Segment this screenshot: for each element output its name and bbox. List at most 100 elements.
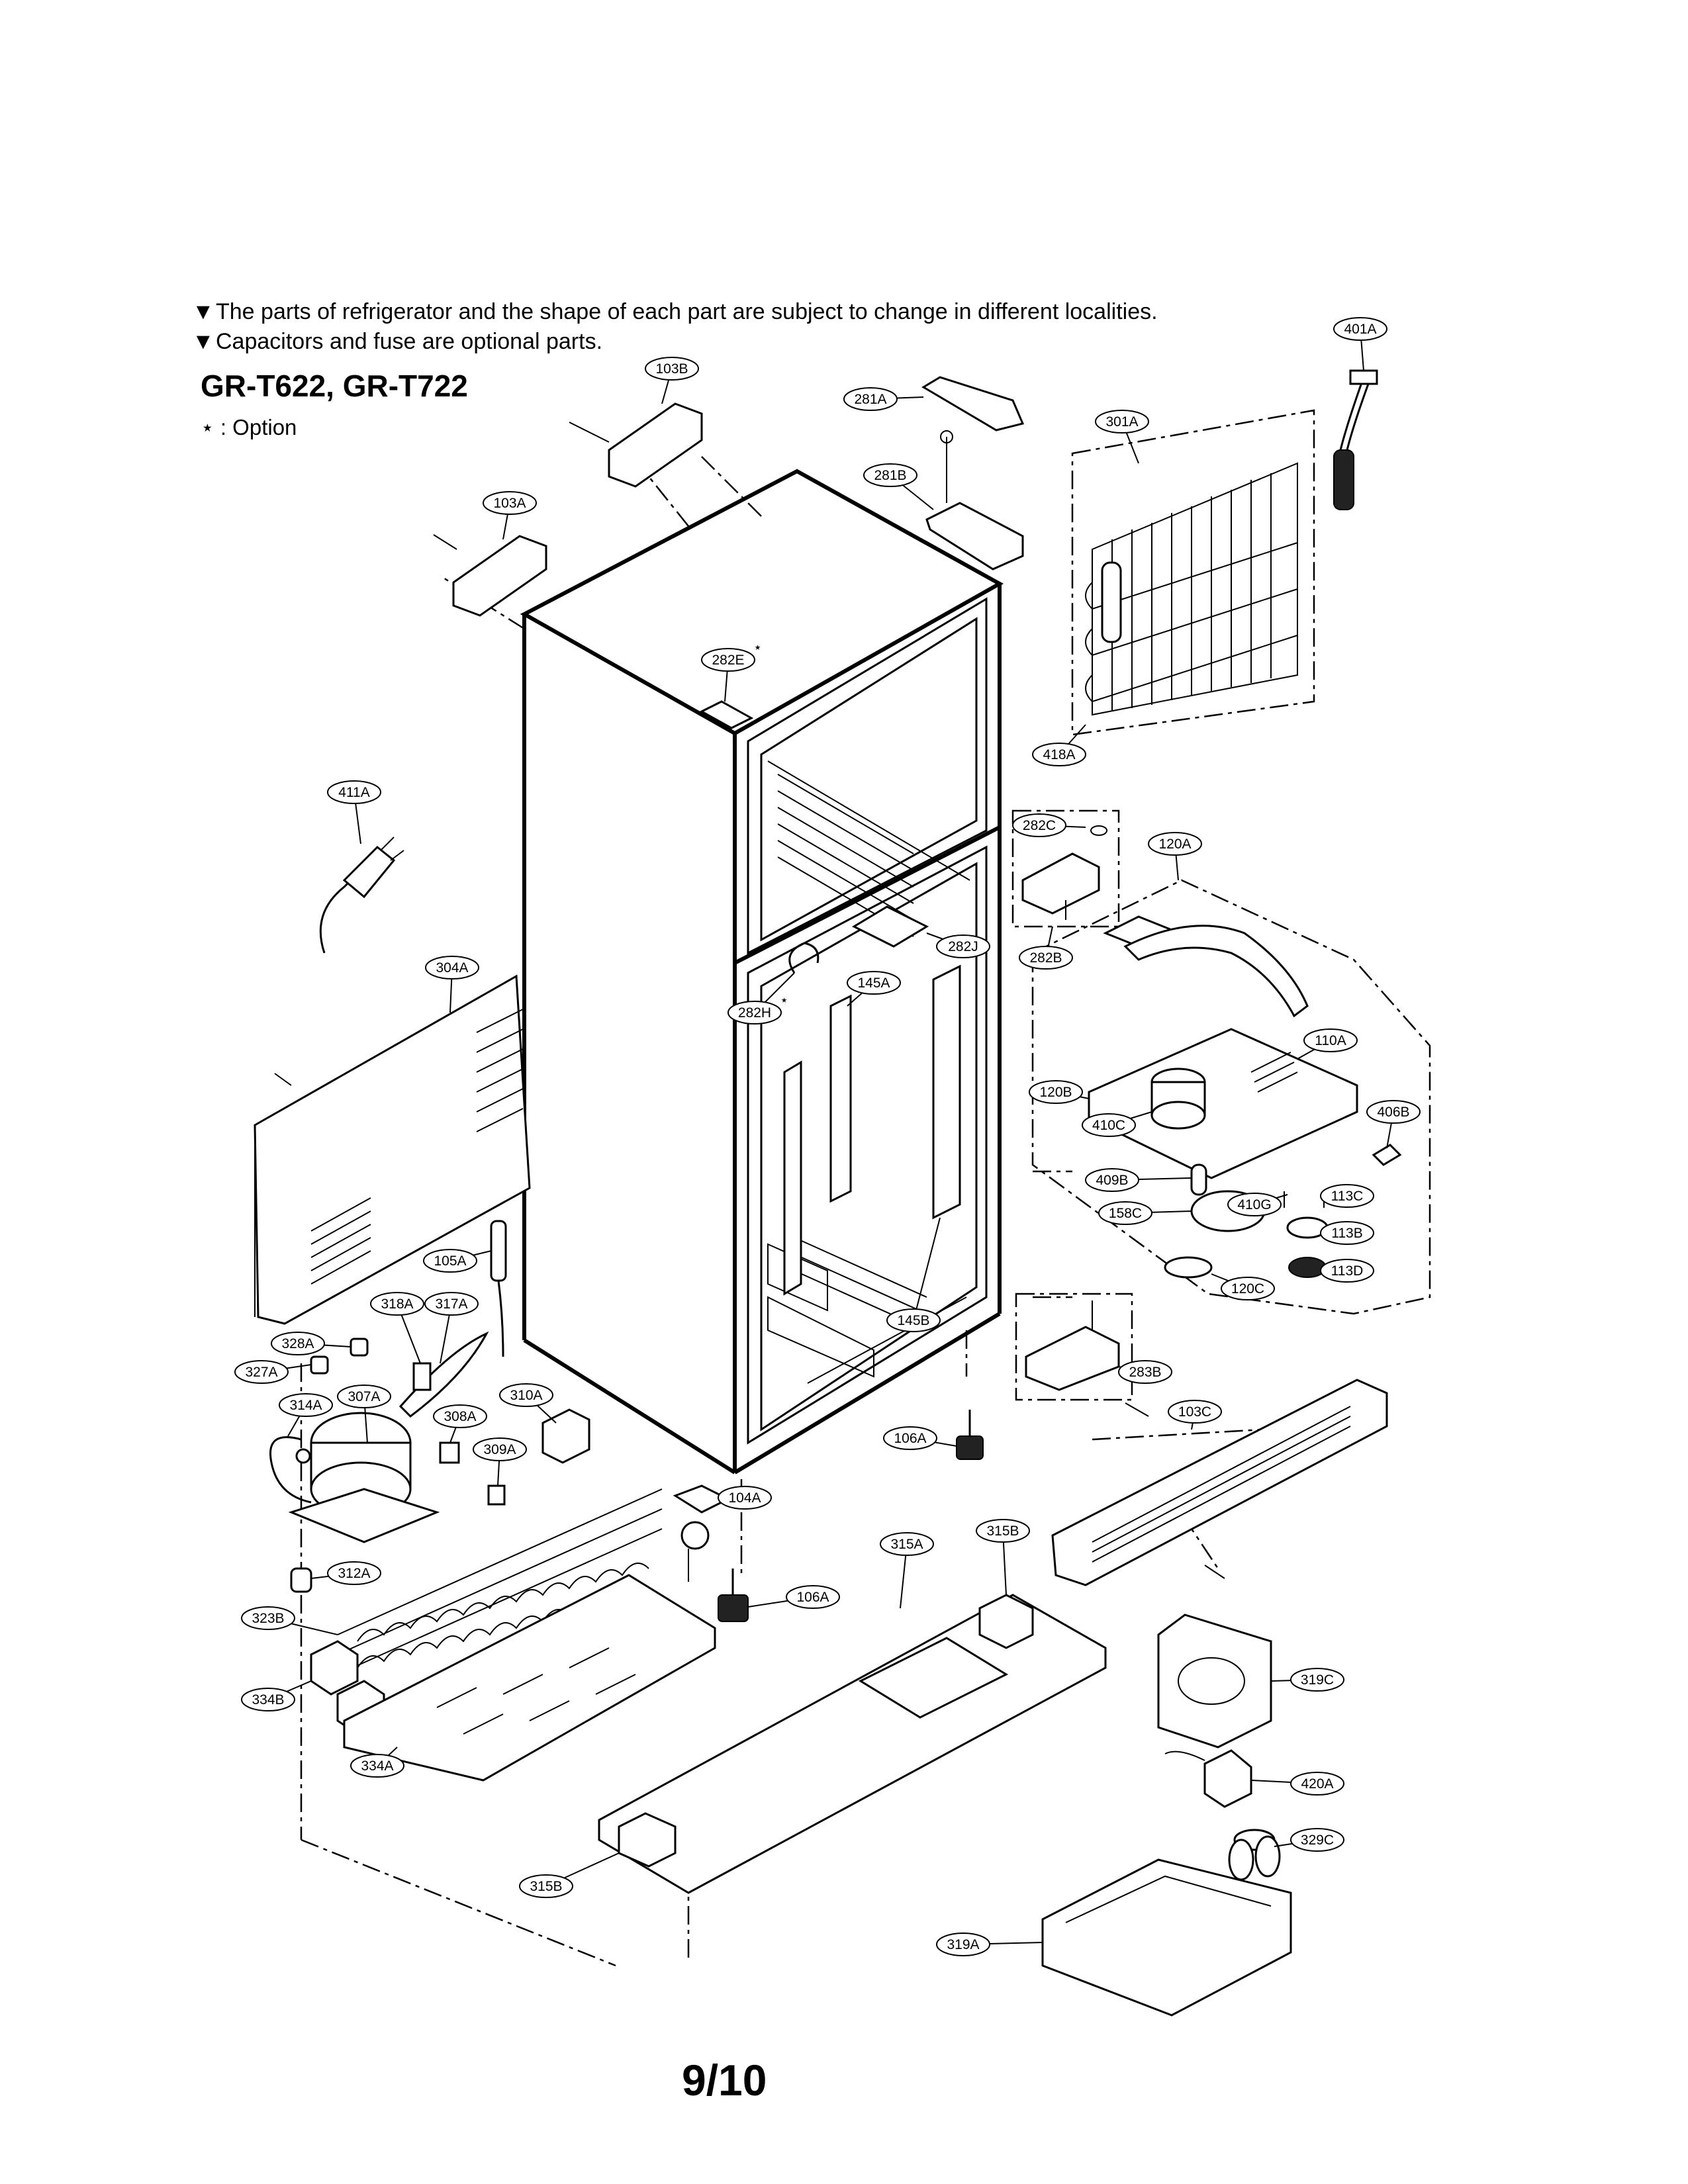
callout-283b: 283B	[1118, 1360, 1172, 1384]
callout-label: 103C	[1178, 1404, 1211, 1420]
callout-oval	[1098, 1201, 1152, 1225]
callout-oval	[976, 1519, 1030, 1543]
callout-110a: 110A	[1303, 1028, 1358, 1052]
duct-145B	[783, 1060, 802, 1296]
star-icon: ⋆	[201, 415, 214, 439]
callout-oval	[1227, 1193, 1282, 1216]
tube-314A	[269, 1436, 312, 1504]
fan-motor-319C	[1157, 1614, 1272, 1749]
fan-blade-329C	[1228, 1829, 1281, 1881]
callout-label: 304A	[436, 960, 468, 976]
callout-oval	[936, 1933, 990, 1956]
callout-label: 307A	[348, 1389, 380, 1404]
relay-310A	[541, 1408, 590, 1464]
callout-315b: 315B	[976, 1519, 1030, 1543]
leader-line-145b	[913, 1217, 941, 1321]
callout-103a: 103A	[483, 491, 537, 515]
callout-oval	[1029, 1080, 1083, 1104]
callout-oval	[645, 357, 699, 381]
callout-oval	[936, 934, 990, 958]
callout-label: 110A	[1315, 1033, 1346, 1048]
callout-label: 410G	[1237, 1197, 1271, 1212]
callout-323b: 323B	[241, 1606, 295, 1630]
callout-318a: 318A	[370, 1292, 424, 1316]
callout-label: 145B	[897, 1313, 929, 1328]
callout-410c: 410C	[1082, 1113, 1136, 1137]
callout-282b: 282B	[1019, 946, 1073, 970]
callout-304a: 304A	[425, 956, 479, 979]
callout-oval	[886, 1308, 941, 1332]
callout-label: 103B	[655, 361, 688, 377]
callout-319c: 319C	[1290, 1668, 1344, 1692]
callout-label: 282E	[712, 653, 744, 668]
callout-label: 406B	[1377, 1105, 1409, 1120]
callout-oval	[843, 387, 898, 411]
defrost-control-420A	[1164, 1749, 1252, 1808]
cushion-312A	[290, 1567, 312, 1593]
callout-label: 420A	[1301, 1776, 1333, 1792]
callout-label: 409B	[1096, 1173, 1128, 1188]
callout-label: 410C	[1092, 1118, 1125, 1133]
callout-328a: 328A	[271, 1332, 325, 1355]
callout-label: 315A	[890, 1537, 923, 1552]
callout-120c: 120C	[1221, 1277, 1275, 1300]
callout-281b: 281B	[863, 463, 917, 487]
compressor-307A	[288, 1412, 440, 1543]
callout-410g: 410G	[1227, 1193, 1282, 1216]
callout-label: 104A	[728, 1490, 761, 1506]
callout-label: 327A	[245, 1365, 277, 1380]
callout-label: 281B	[874, 468, 906, 483]
callout-310a: 310A	[499, 1383, 553, 1407]
callout-label: 310A	[510, 1388, 542, 1403]
callout-oval	[499, 1383, 553, 1407]
callout-label: 120C	[1231, 1281, 1264, 1297]
callout-label: 328A	[281, 1336, 314, 1351]
callout-label: 334A	[361, 1758, 393, 1774]
upper-hinge-281B	[925, 430, 1024, 570]
callout-label: 281A	[854, 392, 886, 407]
callout-105a: 105A	[423, 1249, 477, 1273]
callout-145a: 145A	[847, 971, 901, 995]
callout-label: 103A	[493, 496, 526, 511]
callout-oval	[880, 1532, 934, 1556]
power-cord-411A	[319, 837, 404, 954]
note-line-2: ▼Capacitors and fuse are optional parts.	[192, 329, 602, 355]
option-part-282H	[788, 942, 820, 974]
option-legend-text: : Option	[220, 415, 297, 439]
callout-label: 301A	[1105, 414, 1138, 430]
note-text-1: The parts of refrigerator and the shape …	[216, 299, 1158, 324]
callout-label: 317A	[435, 1297, 467, 1312]
leveling-foot-106A-front	[956, 1410, 984, 1460]
callout-oval	[1168, 1400, 1222, 1424]
callout-oval	[423, 1249, 477, 1273]
callout-label: 145A	[857, 976, 890, 991]
callout-label: 411A	[338, 785, 370, 800]
callout-315a: 315A	[880, 1532, 934, 1556]
callout-label: 329C	[1301, 1833, 1334, 1848]
callout-oval	[271, 1332, 325, 1355]
callout-113d: 113D	[1320, 1259, 1374, 1283]
lower-hinge-283B	[1015, 1293, 1149, 1417]
callout-oval	[786, 1585, 840, 1609]
callout-oval	[1320, 1221, 1374, 1245]
grommet-327A	[310, 1355, 329, 1375]
callout-113c: 113C	[1320, 1184, 1374, 1208]
part-318A	[412, 1362, 432, 1391]
callout-oval	[1333, 317, 1387, 341]
callout-label: 113B	[1331, 1226, 1363, 1241]
callout-145b: 145B	[886, 1308, 941, 1332]
callout-label: 282C	[1023, 818, 1056, 833]
callout-oval	[1118, 1360, 1172, 1384]
callout-120b: 120B	[1029, 1080, 1083, 1104]
callout-oval	[241, 1688, 295, 1711]
callout-327a: 327A	[234, 1360, 289, 1384]
drain-pan-319A	[1041, 1858, 1292, 2017]
callout-281a: 281A	[843, 387, 898, 411]
callout-oval	[1085, 1168, 1139, 1192]
part-282J	[851, 905, 929, 948]
callout-334a: 334A	[350, 1754, 404, 1778]
hinge-cover-281A	[921, 376, 1025, 432]
note-line-1: ▼The parts of refrigerator and the shape…	[192, 299, 1158, 325]
callout-label: 308A	[444, 1409, 476, 1424]
